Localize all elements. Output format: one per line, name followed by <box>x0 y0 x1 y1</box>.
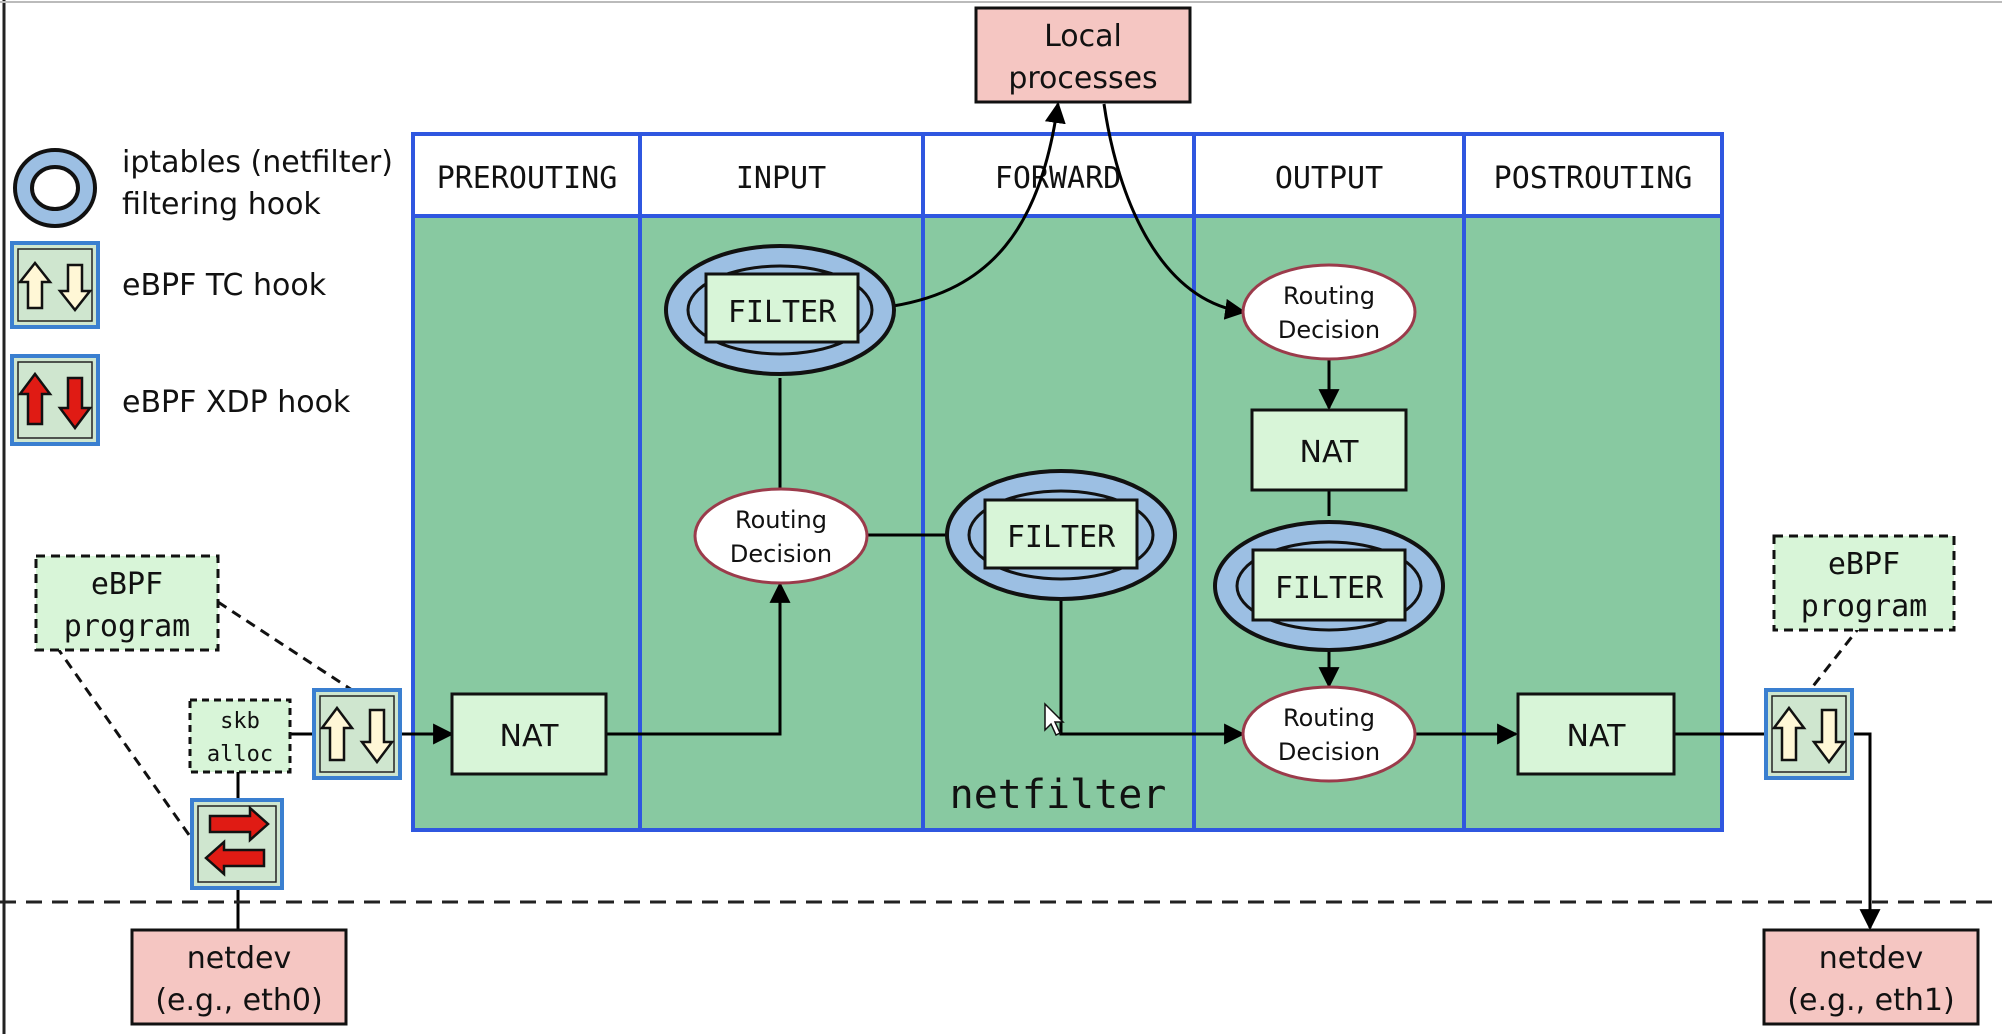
output-routing-bottom-line2: Decision <box>1278 738 1380 766</box>
output-routing-top-line1: Routing <box>1283 282 1375 310</box>
tc-to-netdev-arrow <box>1852 732 1881 931</box>
input-routing-decision: Routing Decision <box>693 487 869 585</box>
output-routing-top-line2: Decision <box>1278 316 1380 344</box>
connectors <box>236 101 1881 931</box>
output-filter-hook: FILTER <box>1213 520 1445 652</box>
netdev-eth1-box: netdev (e.g., eth1) <box>1762 928 1980 1026</box>
right-program-to-tc-dashed <box>1808 623 1864 691</box>
down-arrow-icon <box>359 708 395 765</box>
red-up-arrow-icon <box>17 371 53 426</box>
forward-filter-hook: FILTER <box>945 469 1177 601</box>
iptables-ring-hole <box>30 165 80 211</box>
down-arrow-icon <box>1811 708 1847 765</box>
xdp-hook-legend-icon <box>10 354 100 446</box>
output-filter-label: FILTER <box>1275 571 1384 606</box>
postrouting-nat-box: NAT <box>1516 692 1676 776</box>
input-routing-line2: Decision <box>730 540 832 568</box>
local-processes-line2: processes <box>1008 61 1157 96</box>
up-arrow-icon <box>319 705 355 762</box>
forward-filter-label: FILTER <box>1007 520 1116 555</box>
output-routing-decision-top: Routing Decision <box>1241 263 1417 361</box>
column-header-postrouting: POSTROUTING <box>1494 161 1693 196</box>
forward-filter-to-routing-arrow <box>1059 578 1246 745</box>
output-routing-bottom-line1: Routing <box>1283 704 1375 732</box>
netfilter-label: netfilter <box>950 772 1167 818</box>
column-header-strip <box>413 134 1722 216</box>
tc-hook-legend-icon <box>10 241 100 329</box>
local-to-output-routing-arrow <box>1102 103 1247 320</box>
legend-iptables-line1: iptables (netfilter) <box>122 145 393 180</box>
ebpf-program-left-line2: program <box>64 609 190 644</box>
netdev-eth1-line2: (e.g., eth1) <box>1787 983 1954 1018</box>
ebpf-program-left: eBPF program <box>34 554 220 652</box>
red-right-arrow-icon <box>208 805 270 843</box>
ebpf-program-right-line2: program <box>1801 589 1927 624</box>
prerouting-nat-box: NAT <box>450 692 608 776</box>
output-routing-decision-bottom: Routing Decision <box>1241 685 1417 783</box>
skb-alloc-box: skb alloc <box>188 698 292 774</box>
postrouting-nat-label: NAT <box>1567 719 1627 754</box>
netdev-eth0-line2: (e.g., eth0) <box>155 983 322 1018</box>
ingress-xdp-hook <box>190 798 284 890</box>
column-header-output: OUTPUT <box>1275 161 1383 196</box>
red-left-arrow-icon <box>204 839 266 877</box>
prerouting-nat-label: NAT <box>500 719 560 754</box>
ebpf-program-right-line1: eBPF <box>1828 547 1900 582</box>
nat-to-routing-arrow <box>606 581 791 736</box>
input-filter-to-local-arrow <box>892 101 1066 308</box>
output-nat-label: NAT <box>1300 435 1360 470</box>
legend: iptables (netfilter) filtering hook eBPF… <box>10 145 393 446</box>
egress-tc-hook <box>1764 688 1854 780</box>
skb-alloc-line2: alloc <box>207 742 273 767</box>
red-down-arrow-icon <box>57 376 93 431</box>
input-filter-label: FILTER <box>728 295 837 330</box>
column-header-prerouting: PREROUTING <box>437 161 618 196</box>
column-header-input: INPUT <box>736 161 826 196</box>
program-to-tc-dashed <box>217 600 353 692</box>
local-processes-box: Local processes <box>974 6 1192 104</box>
column-header-forward: FORWARD <box>995 161 1121 196</box>
zone-border <box>411 132 1724 832</box>
netdev-eth0-box: netdev (e.g., eth0) <box>130 928 348 1026</box>
legend-tc-hook: eBPF TC hook <box>122 268 327 303</box>
up-arrow-icon <box>1771 705 1807 762</box>
skb-alloc-line1: skb <box>220 709 260 734</box>
mouse-cursor-icon <box>1044 702 1065 737</box>
down-arrow-icon <box>57 263 93 313</box>
ebpf-attachment-lines <box>54 600 1864 843</box>
legend-xdp-hook: eBPF XDP hook <box>122 385 351 420</box>
up-arrow-icon <box>17 260 53 310</box>
ingress-tc-hook <box>312 688 402 780</box>
netdev-eth1-line1: netdev <box>1819 941 1924 976</box>
local-processes-line1: Local <box>1044 19 1122 54</box>
program-to-xdp-dashed <box>54 645 196 843</box>
input-filter-hook: FILTER <box>664 244 896 376</box>
output-nat-box: NAT <box>1250 408 1408 492</box>
legend-iptables-line2: filtering hook <box>122 187 321 222</box>
ebpf-program-right: eBPF program <box>1772 534 1956 632</box>
netdev-eth0-line1: netdev <box>187 941 292 976</box>
input-routing-line1: Routing <box>735 506 827 534</box>
ebpf-program-left-line1: eBPF <box>91 567 163 602</box>
